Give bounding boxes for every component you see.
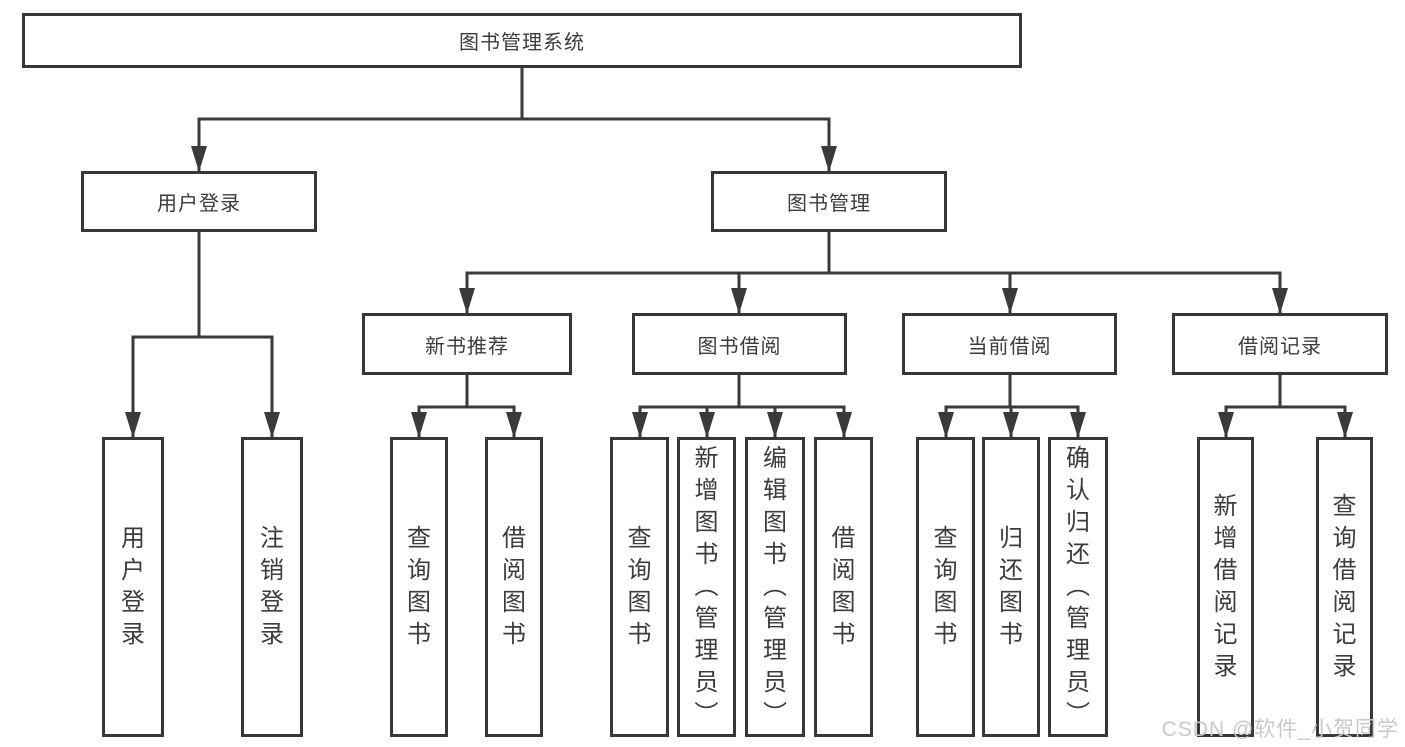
leaf-query-books-borrow-label: 查询图书 bbox=[627, 525, 652, 648]
node-user-login-label: 用户登录 bbox=[157, 193, 241, 215]
trunk-root bbox=[197, 66, 831, 121]
node-book-borrow-label: 图书借阅 bbox=[697, 335, 782, 358]
leaf-borrow-books-recommend-label: 借阅图书 bbox=[502, 525, 526, 648]
trunk-book-management bbox=[465, 230, 1282, 275]
leaf-borrow-books-recommend: 借阅图书 bbox=[485, 437, 543, 737]
connector-group bbox=[125, 66, 1353, 439]
node-current-borrow: 当前借阅 bbox=[902, 313, 1117, 375]
leaf-query-borrow-record-label: 查询借阅记录 bbox=[1332, 493, 1357, 680]
leaf-query-books-current: 查询图书 bbox=[916, 437, 975, 737]
node-library-system-label: 图书管理系统 bbox=[459, 32, 585, 54]
leaf-borrow-books-label: 借阅图书 bbox=[831, 525, 856, 648]
trunk-new-book-recommend bbox=[417, 373, 516, 409]
node-book-management-label: 图书管理 bbox=[787, 193, 871, 215]
node-borrow-records-label: 借阅记录 bbox=[1238, 335, 1322, 358]
leaf-query-borrow-record: 查询借阅记录 bbox=[1316, 437, 1373, 737]
node-borrow-records: 借阅记录 bbox=[1172, 313, 1388, 375]
leaf-add-borrow-record: 新增借阅记录 bbox=[1197, 437, 1254, 737]
trunk-user-login bbox=[131, 230, 274, 339]
leaf-add-books-admin: 新增图书︵管理员︶ bbox=[677, 437, 736, 737]
leaf-return-books-label: 归还图书 bbox=[999, 525, 1023, 648]
node-new-book-recommend-label: 新书推荐 bbox=[425, 335, 509, 358]
leaf-add-borrow-record-label: 新增借阅记录 bbox=[1213, 493, 1238, 680]
node-book-management: 图书管理 bbox=[711, 171, 947, 232]
leaf-borrow-books: 借阅图书 bbox=[814, 437, 873, 737]
leaf-edit-books-admin: 编辑图书︵管理员︶ bbox=[745, 437, 805, 737]
leaf-logout: 注销登录 bbox=[241, 437, 303, 737]
leaf-edit-books-admin-label: 编辑图书︵管理员︶ bbox=[763, 445, 787, 728]
leaf-logout-label: 注销登录 bbox=[260, 525, 284, 648]
leaf-confirm-return-admin: 确认归还︵管理员︶ bbox=[1048, 437, 1108, 737]
trunk-book-borrow bbox=[638, 373, 846, 409]
node-new-book-recommend: 新书推荐 bbox=[362, 313, 572, 375]
leaf-query-books-current-label: 查询图书 bbox=[933, 525, 958, 648]
node-user-login: 用户登录 bbox=[81, 171, 317, 232]
leaf-query-books-recommend: 查询图书 bbox=[390, 437, 448, 737]
leaf-return-books: 归还图书 bbox=[982, 437, 1040, 737]
node-current-borrow-label: 当前借阅 bbox=[967, 335, 1052, 358]
leaf-user-login-label: 用户登录 bbox=[121, 525, 145, 648]
leaf-query-books-recommend-label: 查询图书 bbox=[407, 525, 431, 648]
node-book-borrow: 图书借阅 bbox=[632, 313, 847, 375]
leaf-confirm-return-admin-label: 确认归还︵管理员︶ bbox=[1066, 445, 1090, 728]
node-library-system: 图书管理系统 bbox=[22, 13, 1022, 68]
trunk-borrow-records bbox=[1224, 373, 1347, 409]
leaf-user-login: 用户登录 bbox=[102, 437, 164, 737]
trunk-current-borrow bbox=[944, 373, 1080, 409]
leaf-query-books-borrow: 查询图书 bbox=[610, 437, 669, 737]
leaf-add-books-admin-label: 新增图书︵管理员︶ bbox=[694, 445, 719, 728]
